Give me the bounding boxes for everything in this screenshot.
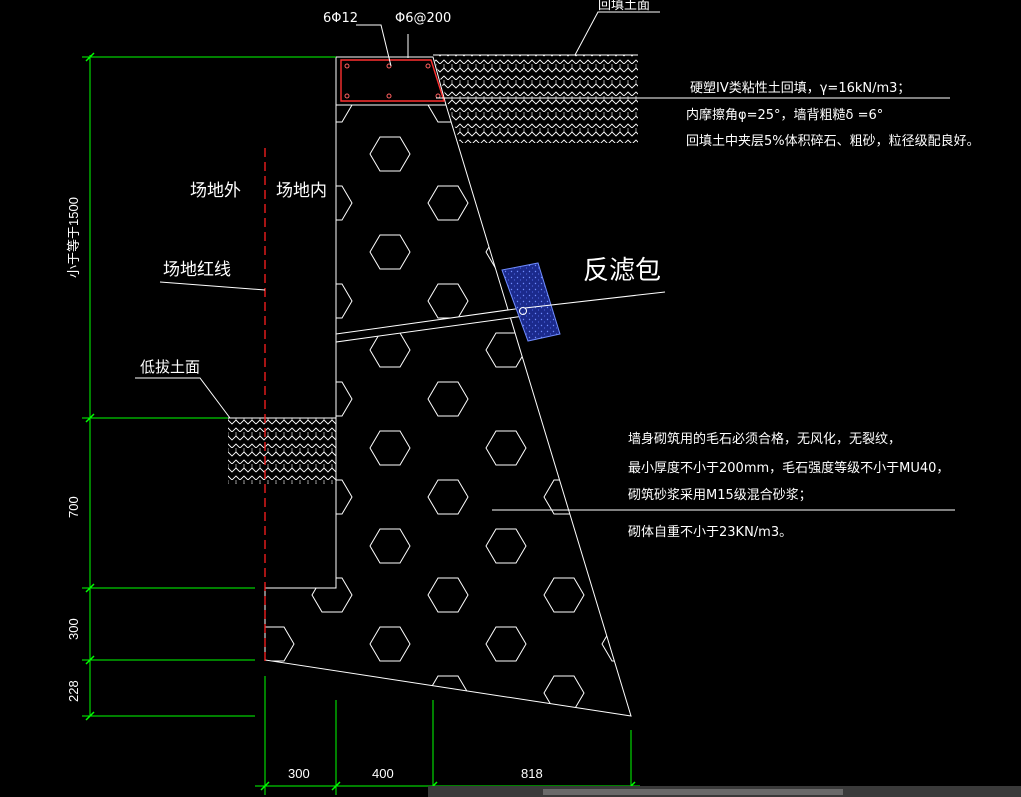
- low-ground-soil-hatch: [228, 418, 336, 484]
- dim-400: 400: [372, 766, 394, 781]
- backfill-soil-hatch: [433, 55, 638, 143]
- filter-bag: [501, 262, 561, 342]
- backfill-notes: 硬塑IV类粘性土回填，γ=16kN/m3； 内摩擦角φ=25°，墙背粗糙δ =6…: [686, 81, 980, 149]
- status-bar-segment: [543, 789, 843, 795]
- label-low-ground: 低拔土面: [140, 358, 200, 376]
- label-ground-top: 回填土面: [598, 0, 650, 13]
- backfill-note-line: 回填土中夹层5%体积碎石、粗砂，粒径级配良好。: [686, 133, 980, 149]
- dim-700: 700: [66, 496, 81, 518]
- backfill-note-line: 内摩擦角φ=25°，墙背粗糙δ =6°: [686, 107, 883, 123]
- status-bar: [428, 786, 1021, 797]
- wall-note-line: 砌筑砂浆采用M15级混合砂浆；: [628, 487, 812, 503]
- dim-300-horizontal: 300: [288, 766, 310, 781]
- wall-note-line: 砌体自重不小于23KN/m3。: [628, 524, 792, 540]
- vertical-dimension-lines: [82, 55, 336, 717]
- backfill-note-line: 硬塑IV类粘性土回填，γ=16kN/m3；: [690, 81, 910, 96]
- label-site-outside: 场地外: [190, 181, 241, 201]
- label-height: 小于等于1500: [66, 197, 81, 278]
- dim-818: 818: [521, 766, 543, 781]
- wall-note-line: 墙身砌筑用的毛石必须合格，无风化，无裂纹，: [628, 431, 901, 447]
- label-filter-bag: 反滤包: [583, 256, 661, 286]
- label-rebar-stirrup: Φ6@200: [395, 11, 451, 26]
- dim-228: 228: [66, 680, 81, 702]
- leader-red-line: [159, 281, 266, 291]
- leader-filter-bag: [524, 291, 666, 309]
- label-site-inside: 场地内: [276, 181, 327, 201]
- leader-ground-top: [574, 11, 660, 56]
- label-red-line: 场地红线: [163, 260, 231, 280]
- rebar-outline: [340, 59, 445, 102]
- wall-note-line: 最小厚度不小于200mm，毛石强度等级不小于MU40，: [628, 460, 949, 476]
- leader-low-ground: [135, 377, 231, 419]
- wall-notes: 墙身砌筑用的毛石必须合格，无风化，无裂纹， 最小厚度不小于200mm，毛石强度等…: [628, 431, 949, 540]
- drain-outlet: [519, 307, 527, 315]
- dim-300-vertical: 300: [66, 618, 81, 640]
- label-rebar-main: 6Φ12: [323, 11, 358, 26]
- leader-rebar-main: [356, 24, 392, 67]
